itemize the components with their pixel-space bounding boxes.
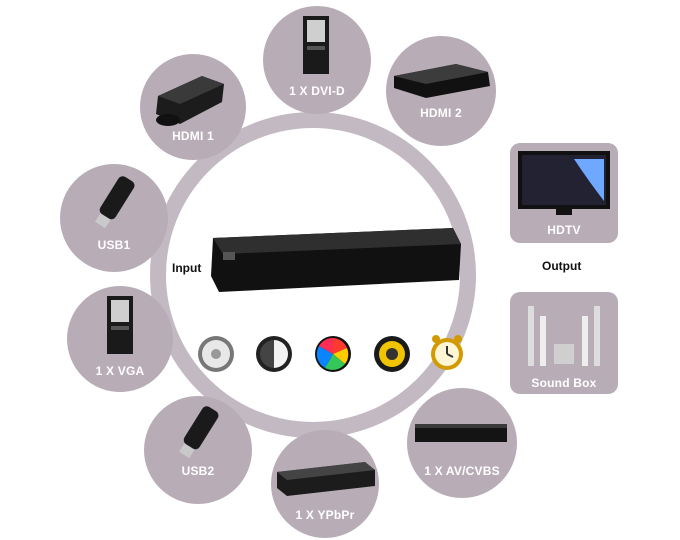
speakers-icon (528, 306, 600, 366)
fan-knob-icon (198, 336, 234, 372)
input-node-hdmi1: HDMI 1 (140, 54, 246, 160)
contrast-icon (256, 336, 292, 372)
input-node-av: 1 X AV/CVBS (407, 388, 517, 498)
input-label-hdmi1: HDMI 1 (172, 129, 214, 143)
input-node-ypbpr: 1 X YPbPr (271, 430, 379, 538)
tv-icon (518, 151, 610, 215)
input-node-dvid: 1 X DVI-D (263, 6, 371, 114)
input-label-av: 1 X AV/CVBS (424, 464, 500, 478)
speaker-icon (374, 336, 410, 372)
input-label-ypbpr: 1 X YPbPr (295, 508, 355, 522)
input-node-vga: 1 X VGA (67, 286, 173, 392)
input-label-dvid: 1 X DVI-D (289, 84, 345, 98)
input-label-usb1: USB1 (97, 238, 131, 252)
input-label-usb2: USB2 (181, 464, 215, 478)
output-card-soundbox: Sound Box (510, 292, 618, 394)
output-card-hdtv: HDTV (510, 143, 618, 243)
output-label: Output (542, 259, 582, 273)
media-player-icon (394, 64, 490, 98)
dvd-player-icon (277, 462, 375, 496)
color-wheel-icon (315, 336, 351, 372)
bluray-player-icon (415, 424, 507, 442)
alarm-clock-icon (431, 335, 463, 370)
pc-tower-icon (303, 16, 329, 74)
input-label-hdmi2: HDMI 2 (420, 106, 462, 120)
output-label-hdtv: HDTV (547, 223, 581, 237)
input-label-vga: 1 X VGA (95, 364, 145, 378)
input-node-hdmi2: HDMI 2 (386, 36, 496, 146)
input-node-usb1: USB1 (60, 164, 168, 272)
input-label: Input (172, 261, 202, 275)
pc-tower-icon (107, 296, 133, 354)
game-console-icon (156, 76, 224, 126)
usb-drive-icon (179, 406, 219, 459)
hdmi-switcher-device (211, 228, 461, 292)
input-node-usb2: USB2 (144, 396, 252, 504)
usb-drive-icon (95, 176, 135, 229)
output-label-soundbox: Sound Box (531, 376, 597, 390)
